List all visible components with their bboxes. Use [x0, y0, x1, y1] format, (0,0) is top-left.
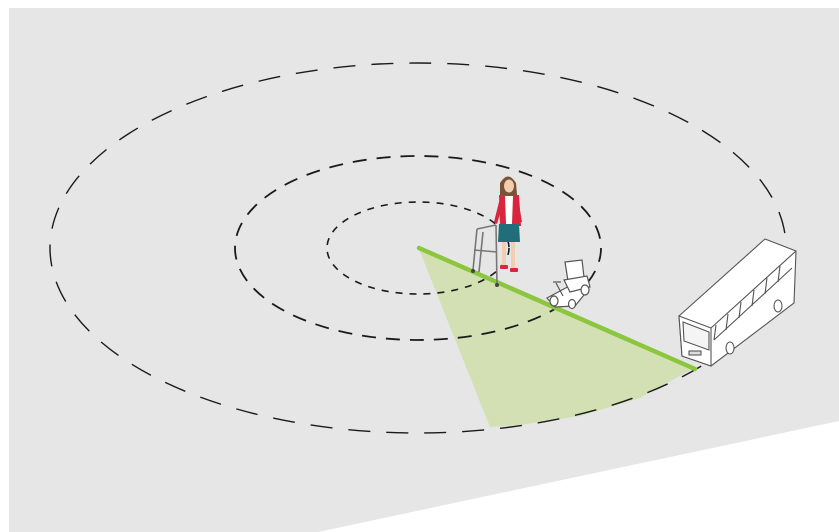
detection-cone: [419, 249, 694, 427]
boundary-line: [416, 245, 698, 372]
mobility-scooter-icon: [546, 259, 591, 310]
bus-icon: [678, 238, 797, 367]
ground-plane: [9, 8, 839, 532]
middle-ring: [234, 155, 602, 341]
inner-ring: [326, 201, 510, 295]
pedestrian-with-walker-icon: [471, 176, 522, 287]
